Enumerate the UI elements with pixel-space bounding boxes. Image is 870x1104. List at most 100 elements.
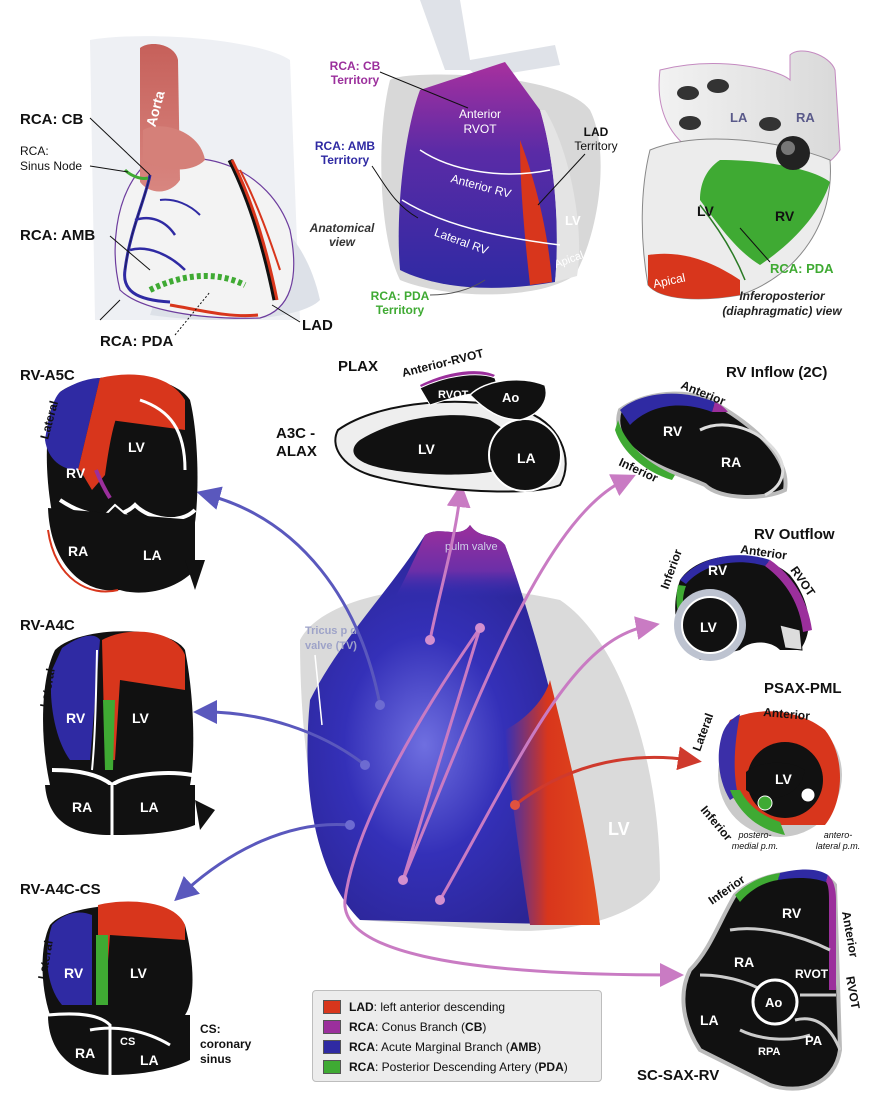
sc-sax-la: LA <box>700 1012 719 1028</box>
legend-abbr: PDA <box>538 1060 564 1074</box>
pm-posteromedial-2: medial p.m. <box>732 841 779 851</box>
rv-inflow-rv: RV <box>663 423 683 439</box>
pda-territory-label-2: Territory <box>376 303 425 317</box>
rca-sinus-label-2: Sinus Node <box>20 159 82 173</box>
anatomical-view-label-2: view <box>329 235 356 249</box>
plax-rvot: RVOT <box>438 389 469 401</box>
rca-sinus-label-1: RCA: <box>20 144 49 158</box>
rv-a4c-view: RV-A4C Lateral RV LV RA LA <box>20 617 215 835</box>
rca-cb-label: RCA: CB <box>20 111 83 128</box>
psax-pml-anterior: Anterior <box>763 705 811 723</box>
pm-posteromedial-1: postero- <box>737 830 771 840</box>
legend-item-pda: RCA : Posterior Descending Artery ( PDA … <box>323 1057 591 1077</box>
rv-a4c-cs-ra: RA <box>75 1045 95 1061</box>
rv-a4c-lv: LV <box>132 710 150 726</box>
rv-inflow-ra: RA <box>721 454 741 470</box>
arrow-to-rv-outflow <box>438 616 660 901</box>
legend-desc: : left anterior descending <box>373 1000 506 1014</box>
rv-outflow-view: RV Outflow Anterior Inferior RVOT RV LV <box>658 526 835 661</box>
rv-a4c-la: LA <box>140 799 159 815</box>
inferoposterior-view-label-1: Inferoposterior <box>739 289 826 303</box>
amb-territory-label-1: RCA: AMB <box>315 139 376 153</box>
arrow-to-rv-a5c <box>196 486 382 706</box>
pink-line-1 <box>401 627 482 881</box>
rv-a4c-title: RV-A4C <box>20 617 75 634</box>
cs-note-3: sinus <box>200 1052 232 1066</box>
legend-abbr: CB <box>465 1020 483 1034</box>
rv-a4c-cs-rv: RV <box>64 965 84 981</box>
territory-arrows <box>174 474 702 987</box>
legend-name: LAD <box>349 1000 374 1014</box>
legend-item-amb: RCA : Acute Marginal Branch ( AMB ) <box>323 1037 591 1057</box>
legend: LAD : left anterior descending RCA : Con… <box>312 990 602 1082</box>
psax-pml-title: PSAX-PML <box>764 680 842 697</box>
plax-lv: LV <box>418 441 436 457</box>
rv-outflow-anterior: Anterior <box>740 542 788 562</box>
rv-a4c-cs-la: LA <box>140 1052 159 1068</box>
sc-sax-anterior: Anterior <box>839 910 861 959</box>
rv-a4c-lateral: Lateral <box>37 667 58 708</box>
pm-anterolateral-2: lateral p.m. <box>816 841 861 851</box>
legend-desc: : Acute Marginal Branch ( <box>375 1040 510 1054</box>
inferoposterior-view-label-2: (diaphragmatic) view <box>722 304 842 318</box>
plax-title-3: ALAX <box>276 443 317 460</box>
legend-name: RCA <box>349 1040 375 1054</box>
arrow-to-rv-a4c-cs <box>174 822 351 902</box>
rv-a5c-title: RV-A5C <box>20 367 75 384</box>
rv-a5c-lv: LV <box>128 439 146 455</box>
pda-territory-label-1: RCA: PDA <box>371 289 430 303</box>
anterior-rvot-label-1: Anterior <box>459 107 501 121</box>
psax-pml-lv: LV <box>775 771 793 787</box>
tricuspid-valve-label-1: Tricus p d <box>305 625 357 637</box>
lv-label-top: LV <box>565 213 581 228</box>
sc-sax-ao: Ao <box>765 995 782 1010</box>
legend-name: RCA <box>349 1060 375 1074</box>
sc-sax-pa: PA <box>805 1033 823 1048</box>
sc-sax-rv-view: Inferior Anterior RVOT RV RA LA Ao RVOT … <box>637 869 863 1091</box>
rv-a4c-cs-view: RV-A4C-CS Lateral RV LV RA CS LA CS: cor… <box>20 881 252 1075</box>
plax-ao: Ao <box>502 390 519 405</box>
legend-swatch-lad <box>323 1000 341 1014</box>
center-rv-diagram: pulm valve Tricus p d valve (TV) LV <box>300 525 660 931</box>
rv-a4c-rv: RV <box>66 710 86 726</box>
rv-a4c-cs-lv: LV <box>130 965 148 981</box>
inferoposterior-view: LA RA LV RV Apical RCA: PDA Inferoposter… <box>641 50 842 318</box>
pm-anterolateral-1: antero- <box>824 830 853 840</box>
lad-territory-label-1: LAD <box>584 125 609 139</box>
legend-name: RCA <box>349 1020 375 1034</box>
arrow-to-plax <box>428 483 471 641</box>
anatomical-view-label-1: Anatomical <box>309 221 375 235</box>
sc-sax-rpa: RPA <box>758 1046 780 1058</box>
pulm-valve-label: pulm valve <box>445 541 498 553</box>
rv-inflow-view: RV Inflow (2C) Anterior Inferior RV RA <box>615 364 827 499</box>
tricuspid-valve-label-2: valve (TV) <box>305 640 357 652</box>
psax-pml-lateral: Lateral <box>690 711 717 753</box>
lv-label-center: LV <box>608 819 630 839</box>
sc-sax-rvot-side: RVOT <box>843 975 863 1011</box>
la-label-inf: LA <box>730 110 748 125</box>
rv-label-inf: RV <box>775 208 795 224</box>
rv-a4c-cs-title: RV-A4C-CS <box>20 881 101 898</box>
arrow-to-sc-sax-rv <box>343 627 684 987</box>
legend-abbr: AMB <box>509 1040 538 1054</box>
rv-a5c-view: RV-A5C Lateral RV LV RA LA <box>20 367 205 593</box>
apical-label-inf: Apical <box>652 270 687 290</box>
ra-label-inf: RA <box>796 110 815 125</box>
sc-sax-rvot: RVOT <box>795 967 829 981</box>
plax-la: LA <box>517 450 536 466</box>
sc-sax-rv: RV <box>782 905 802 921</box>
arrow-to-rv-a4c <box>193 700 366 767</box>
rv-outflow-rv: RV <box>708 562 728 578</box>
anterior-rvot-label-2: RVOT <box>463 122 497 136</box>
rv-a5c-la: LA <box>143 547 162 563</box>
rca-amb-label: RCA: AMB <box>20 227 95 244</box>
arrow-to-psax-pml <box>514 746 702 807</box>
lad-territory-label-2: Territory <box>574 139 617 153</box>
legend-swatch-amb <box>323 1040 341 1054</box>
rca-pda-label-inf: RCA: PDA <box>770 261 834 276</box>
arrow-to-rv-inflow <box>401 474 636 881</box>
cb-territory-label-1: RCA: CB <box>330 59 381 73</box>
rv-inflow-title: RV Inflow (2C) <box>726 364 827 381</box>
